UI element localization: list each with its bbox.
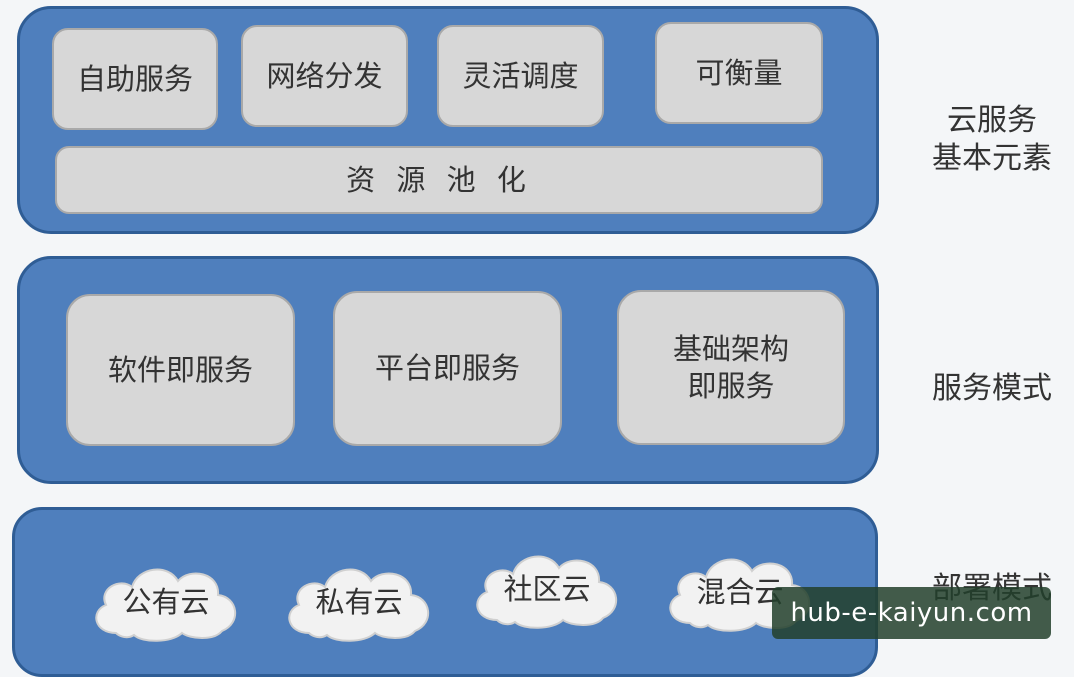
hybrid-cloud: 混合云	[660, 545, 820, 635]
community-cloud: 社区云	[467, 542, 627, 632]
saas-box: 软件即服务	[66, 294, 295, 446]
paas-box: 平台即服务	[333, 291, 562, 446]
saas-label: 软件即服务	[107, 352, 253, 387]
flexible-scheduling-label: 灵活调度	[462, 58, 579, 93]
watermark-banner: hub-e-kaiyun.com	[772, 587, 1051, 639]
flexible-scheduling-box: 灵活调度	[437, 25, 604, 127]
iaas-label-line1: 基础架构	[672, 332, 789, 367]
cloud-shape-icon	[476, 555, 618, 629]
paas-label: 平台即服务	[374, 351, 520, 386]
private-cloud-label: 私有云	[315, 585, 403, 619]
resource-pooling-box: 资 源 池 化	[55, 146, 823, 214]
private-cloud: 私有云	[279, 555, 439, 645]
elements-side-label: 云服务 基本元素	[912, 102, 1072, 179]
elements-side-line1: 云服务	[947, 103, 1037, 138]
network-distribution-box: 网络分发	[241, 25, 408, 127]
self-service-label: 自助服务	[76, 61, 193, 96]
community-cloud-label: 社区云	[503, 572, 591, 606]
measurable-label: 可衡量	[695, 55, 783, 90]
iaas-box: 基础架构 即服务	[617, 290, 845, 445]
public-cloud: 公有云	[86, 555, 246, 645]
measurable-box: 可衡量	[655, 22, 823, 124]
resource-pooling-label: 资 源 池 化	[346, 162, 532, 197]
cloud-shape-icon	[95, 568, 237, 642]
hybrid-cloud-label: 混合云	[696, 575, 784, 609]
public-cloud-label: 公有云	[122, 585, 210, 619]
service-models-side-label: 服务模式	[932, 371, 1052, 406]
iaas-label-line2: 即服务	[687, 368, 775, 403]
cloud-shape-icon	[288, 568, 430, 642]
elements-side-line2: 基本元素	[932, 141, 1052, 177]
self-service-box: 自助服务	[52, 28, 218, 130]
network-distribution-label: 网络分发	[266, 58, 383, 93]
